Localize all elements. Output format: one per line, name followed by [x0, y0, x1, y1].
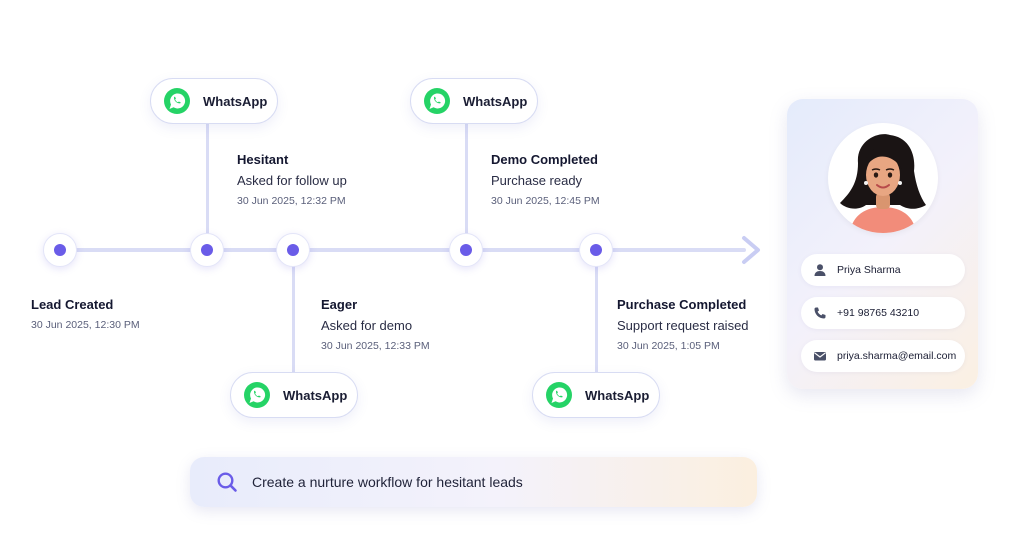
node-dot: [590, 244, 602, 256]
timeline-node-hesitant[interactable]: [190, 233, 224, 267]
contact-name: Priya Sharma: [837, 264, 901, 276]
timeline-axis: [60, 248, 746, 252]
whatsapp-icon: [164, 88, 190, 114]
contact-phone-pill[interactable]: +91 98765 43210: [801, 297, 965, 329]
event-hesitant: Hesitant Asked for follow up 30 Jun 2025…: [237, 152, 347, 208]
event-lead-created: Lead Created 30 Jun 2025, 12:30 PM: [31, 297, 140, 332]
node-dot: [201, 244, 213, 256]
node-dot: [287, 244, 299, 256]
timeline-node-demo-completed[interactable]: [449, 233, 483, 267]
timeline-node-purchase-completed[interactable]: [579, 233, 613, 267]
event-subtitle: Purchase ready: [491, 173, 583, 188]
prompt-input-bar[interactable]: Create a nurture workflow for hesitant l…: [190, 457, 757, 507]
event-title: Eager: [321, 297, 358, 312]
node-dot: [54, 244, 66, 256]
arrow-right-icon: [742, 236, 760, 264]
contact-email: priya.sharma@email.com: [837, 350, 957, 362]
connector-line: [206, 122, 209, 250]
contact-phone: +91 98765 43210: [837, 307, 920, 319]
event-title: Demo Completed: [491, 152, 598, 167]
event-time: 30 Jun 2025, 1:05 PM: [617, 340, 720, 352]
avatar-illustration-icon: [840, 134, 926, 233]
channel-label: WhatsApp: [283, 387, 348, 403]
node-dot: [460, 244, 472, 256]
event-time: 30 Jun 2025, 12:32 PM: [237, 195, 346, 207]
whatsapp-channel-pill[interactable]: WhatsApp: [150, 78, 278, 124]
whatsapp-icon: [244, 382, 270, 408]
timeline-node-lead-created[interactable]: [43, 233, 77, 267]
whatsapp-channel-pill[interactable]: WhatsApp: [410, 78, 538, 124]
contact-name-pill: Priya Sharma: [801, 254, 965, 286]
event-demo-completed: Demo Completed Purchase ready 30 Jun 202…: [491, 152, 600, 208]
event-subtitle: Support request raised: [617, 318, 749, 333]
event-title: Lead Created: [31, 297, 114, 312]
timeline-node-eager[interactable]: [276, 233, 310, 267]
mail-icon: [814, 352, 826, 361]
event-eager: Eager Asked for demo 30 Jun 2025, 12:33 …: [321, 297, 430, 353]
whatsapp-icon: [546, 382, 572, 408]
connector-line: [292, 250, 295, 375]
whatsapp-channel-pill[interactable]: WhatsApp: [230, 372, 358, 418]
event-title: Hesitant: [237, 152, 289, 167]
channel-label: WhatsApp: [585, 387, 650, 403]
phone-icon: [814, 307, 826, 319]
connector-line: [595, 250, 598, 375]
event-time: 30 Jun 2025, 12:33 PM: [321, 340, 430, 352]
event-title: Purchase Completed: [617, 297, 747, 312]
whatsapp-channel-pill[interactable]: WhatsApp: [532, 372, 660, 418]
avatar: [828, 123, 938, 233]
channel-label: WhatsApp: [203, 93, 268, 109]
event-time: 30 Jun 2025, 12:30 PM: [31, 319, 140, 331]
event-subtitle: Asked for follow up: [237, 173, 347, 188]
connector-line: [465, 122, 468, 250]
user-icon: [814, 264, 826, 276]
whatsapp-icon: [424, 88, 450, 114]
event-time: 30 Jun 2025, 12:45 PM: [491, 195, 600, 207]
event-subtitle: Asked for demo: [321, 318, 413, 333]
prompt-text: Create a nurture workflow for hesitant l…: [252, 474, 523, 490]
event-purchase-completed: Purchase Completed Support request raise…: [617, 297, 749, 353]
channel-label: WhatsApp: [463, 93, 528, 109]
contact-email-pill[interactable]: priya.sharma@email.com: [801, 340, 965, 372]
search-icon: [217, 472, 237, 492]
contact-card: Priya Sharma +91 98765 43210 priya.sharm…: [787, 99, 978, 389]
